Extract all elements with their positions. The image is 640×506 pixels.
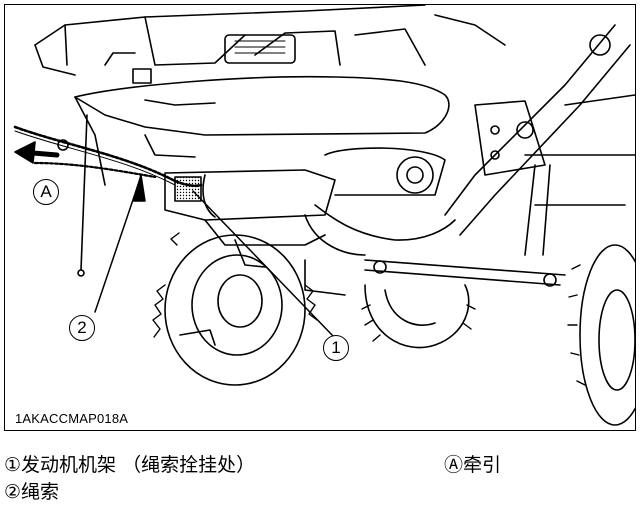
legend-item-2: ②绳索 (4, 481, 60, 503)
rear-wheel (567, 244, 635, 426)
callout-a: A (33, 179, 59, 205)
legend-item-a: Ⓐ牵引 (444, 454, 502, 476)
engine-frame (164, 147, 456, 268)
cabin-outline (34, 5, 506, 84)
tractor-illustration (13, 5, 635, 426)
callout-2: 2 (69, 315, 95, 341)
left-tyre (152, 232, 318, 386)
legend-item-1: ①发动机机架 （绳索拴挂处） (4, 454, 256, 476)
pull-arrow (14, 141, 60, 164)
front-axle (304, 259, 566, 296)
right-tyre (361, 284, 476, 349)
callout-1: 1 (323, 335, 349, 361)
loader-arm (444, 24, 635, 256)
illustration-frame: A 2 1 1AKACCMAP018A (4, 4, 636, 431)
figure-code: 1AKACCMAP018A (15, 411, 129, 426)
fender (74, 75, 450, 186)
leader-lines (94, 174, 335, 338)
mast (77, 114, 88, 277)
